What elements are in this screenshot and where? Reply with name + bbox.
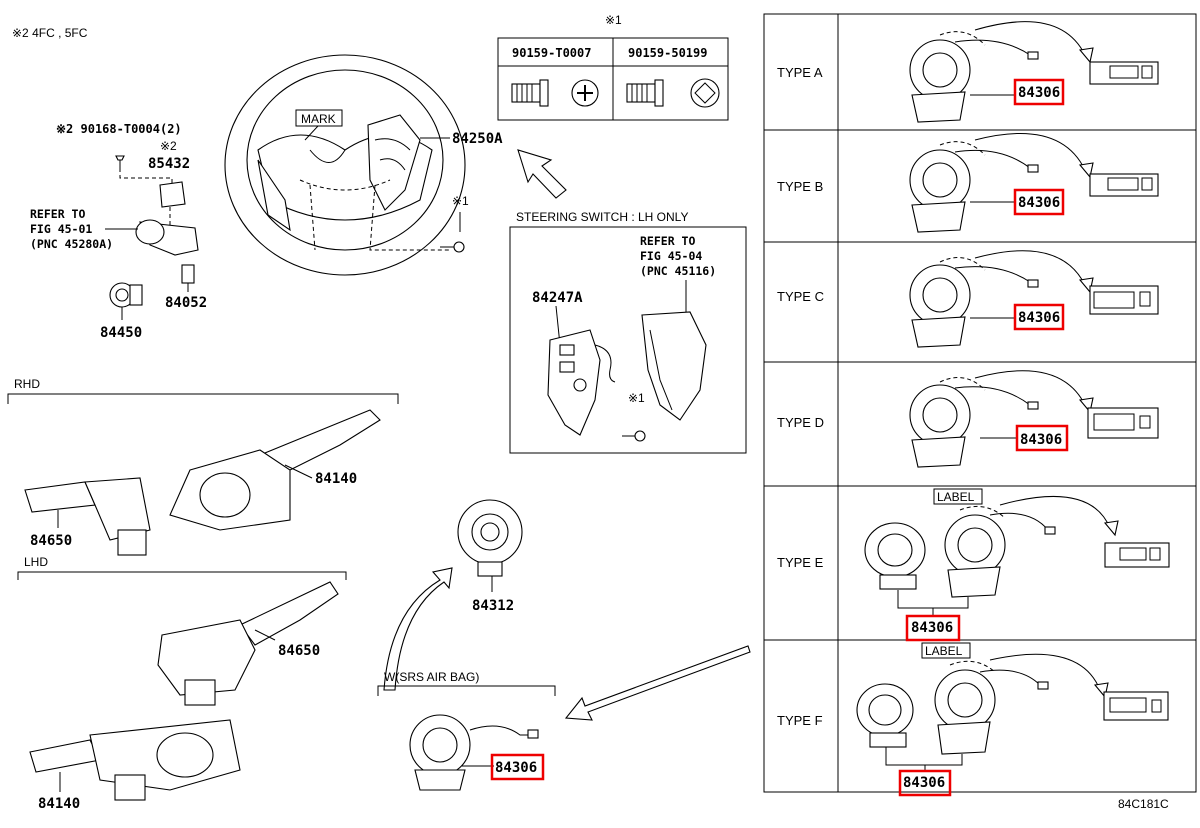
part-84650-rhd: 84650: [30, 533, 72, 549]
steering-switch-heading: STEERING SWITCH : LH ONLY: [516, 210, 688, 224]
label-tag: LABEL: [937, 490, 975, 504]
part-84306: 84306: [911, 620, 953, 636]
part-highlight-box: [1013, 78, 1065, 106]
type-table: [763, 13, 1197, 793]
mark-callout: MARK: [295, 109, 343, 141]
combination-switch-lhd: [29, 581, 339, 801]
part-85432: 85432: [148, 156, 190, 172]
screw-note-mark: ※1: [628, 391, 645, 405]
screw-pn-right: 90159-50199: [628, 46, 707, 60]
spiral-cable-type-f: [856, 653, 1169, 755]
part-highlight-box: [1013, 188, 1065, 216]
spiral-cable-type-c: [909, 250, 1159, 348]
lhd-bracket: [17, 571, 347, 580]
part-84306: 84306: [903, 775, 945, 791]
type-b-label: TYPE B: [777, 179, 823, 194]
screw-icon: [622, 430, 646, 442]
screw-pn-left: 90159-T0007: [512, 46, 591, 60]
spiral-cable-type-b: [909, 133, 1159, 233]
label-box: [933, 488, 983, 505]
part-84306: 84306: [1018, 195, 1060, 211]
arrow-icon: [564, 645, 751, 721]
srs-bracket: [377, 685, 556, 696]
part-84140-lhd: 84140: [38, 796, 80, 812]
switch-lh: [547, 329, 616, 436]
switch-cover: [641, 311, 707, 421]
part-84250A: 84250A: [452, 131, 503, 147]
ignition-switch: [109, 282, 143, 308]
part-90168: ※2 90168-T0004(2): [56, 122, 182, 136]
diagram-code: 84C181C: [1118, 797, 1169, 811]
type-e-label: TYPE E: [777, 555, 824, 570]
leader-line: [897, 590, 969, 616]
part-84247A: 84247A: [532, 290, 583, 306]
type-c-label: TYPE C: [777, 289, 824, 304]
arrow-icon: [517, 149, 567, 199]
part-highlight-box: [490, 753, 545, 781]
p85432-note-mark: ※2: [160, 139, 177, 153]
part-84306: 84306: [1018, 310, 1060, 326]
part-84306: 84306: [1018, 85, 1060, 101]
srs-label: W(SRS AIR BAG): [384, 670, 479, 684]
screw-icon: [626, 78, 720, 108]
spiral-cable-type-a: [909, 21, 1159, 123]
key-cylinder-housing: [135, 181, 199, 256]
ref-line-2: FIG 45-04: [640, 249, 702, 263]
screw-icon: [115, 155, 125, 168]
type-a-label: TYPE A: [777, 65, 823, 80]
rhd-label: RHD: [14, 377, 40, 391]
bolt-icon: [440, 241, 465, 253]
leader-line: [284, 464, 313, 479]
spiral-cable-type-e: [864, 495, 1170, 598]
ref-line-3: (PNC 45280A): [30, 237, 113, 251]
steering-wheel: [224, 54, 466, 276]
part-84306: 84306: [1020, 432, 1062, 448]
type-d-label: TYPE D: [777, 415, 824, 430]
part-84450: 84450: [100, 325, 142, 341]
spiral-cable-84312: [457, 499, 523, 577]
spiral-cable-type-d: [909, 370, 1159, 468]
part-highlight-box: [905, 614, 961, 642]
part-highlight-box: [1015, 424, 1069, 452]
part-84306: 84306: [495, 760, 537, 776]
part-84140-rhd: 84140: [315, 471, 357, 487]
spiral-cable-srs: [409, 714, 539, 791]
part-84650-lhd: 84650: [278, 643, 320, 659]
label-tag: LABEL: [925, 644, 963, 658]
part-84052: 84052: [165, 295, 207, 311]
screw-table-note-mark: ※1: [605, 13, 622, 27]
ref-line-3: (PNC 45116): [640, 264, 716, 278]
ref-line-2: FIG 45-01: [30, 222, 92, 236]
part-highlight-box: [1013, 303, 1065, 331]
screw-icon: [511, 79, 599, 107]
note-4fc-5fc: ※2 4FC , 5FC: [12, 26, 88, 40]
label-box: [921, 642, 971, 659]
arrow-icon: [383, 567, 453, 691]
ref-line-1: REFER TO: [30, 207, 85, 221]
part-highlight-box: [898, 769, 952, 797]
lhd-label: LHD: [24, 555, 48, 569]
steering-switch-box: [509, 226, 747, 454]
mark-label: MARK: [301, 112, 336, 126]
rhd-bracket: [7, 393, 399, 404]
combination-switch-rhd: [24, 409, 381, 556]
part-84312: 84312: [472, 598, 514, 614]
leader-line: [119, 168, 173, 190]
screw-table: ※1 90159-T0007 90159-50199: [497, 13, 729, 121]
type-f-label: TYPE F: [777, 713, 823, 728]
bolt-note-mark: ※1: [452, 194, 469, 208]
connector-84052: [181, 264, 195, 284]
ref-line-1: REFER TO: [640, 234, 695, 248]
leader-line: [254, 629, 276, 641]
